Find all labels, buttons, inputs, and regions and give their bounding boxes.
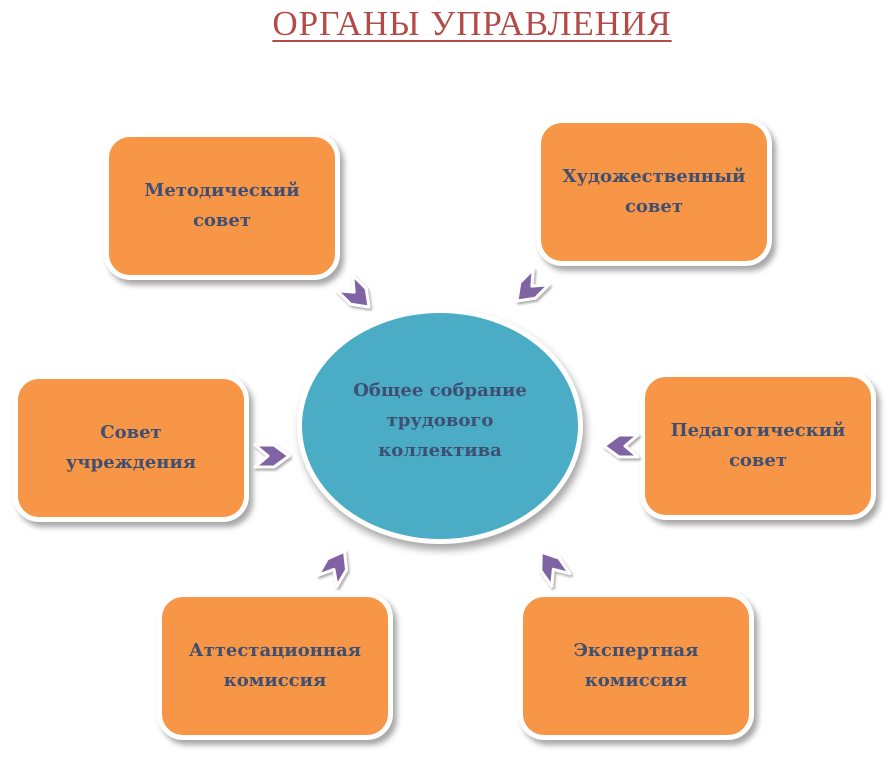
pedagogical-council-label: Педагогический совет bbox=[670, 420, 846, 471]
general-meeting-circle: Общее собрание трудового коллектива bbox=[297, 308, 583, 544]
arrow-from-institution bbox=[253, 443, 291, 469]
arrow-from-pedagogical bbox=[602, 433, 640, 459]
artistic-council-label: Художественный совет bbox=[562, 166, 746, 217]
arrow-from-attestation bbox=[316, 544, 356, 588]
arrow-from-artistic bbox=[507, 267, 551, 311]
methodical-council-box: Методический совет bbox=[104, 132, 340, 280]
expert-commission-box: Экспертная комиссия bbox=[518, 592, 754, 740]
general-meeting-label: Общее собрание трудового коллектива bbox=[353, 380, 527, 461]
arrow-from-methodical bbox=[335, 273, 379, 317]
artistic-council-box: Художественный совет bbox=[536, 118, 772, 266]
institution-council-box: Совет учреждения bbox=[13, 374, 249, 522]
attestation-commission-box: Аттестационная комиссия bbox=[157, 592, 393, 740]
institution-council-label: Совет учреждения bbox=[65, 422, 197, 473]
expert-commission-label: Экспертная комиссия bbox=[573, 640, 699, 691]
page-title: ОРГАНЫ УПРАВЛЕНИЯ bbox=[272, 4, 672, 43]
arrow-from-expert bbox=[530, 544, 572, 588]
pedagogical-council-box: Педагогический совет bbox=[640, 372, 876, 520]
methodical-council-label: Методический совет bbox=[144, 180, 300, 231]
attestation-commission-label: Аттестационная комиссия bbox=[188, 640, 362, 691]
